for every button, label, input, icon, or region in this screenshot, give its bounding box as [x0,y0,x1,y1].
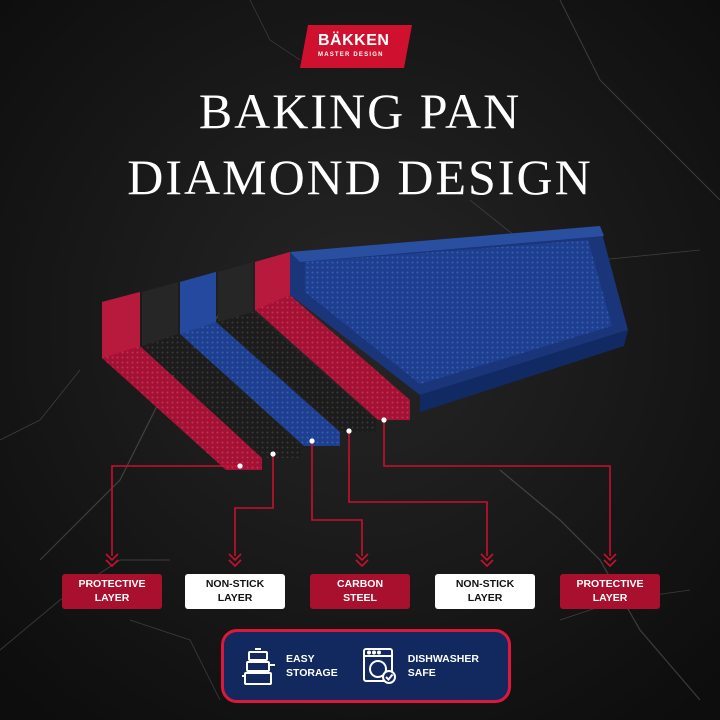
layer-label-nonstick-1: NON-STICK LAYER [185,574,285,609]
feature-easy-storage-label: EASY STORAGE [286,652,338,679]
blue-pan-tray [290,226,628,412]
feature-easy-storage: EASY STORAGE [242,646,338,686]
dishwasher-icon [362,648,396,684]
page-title-line1: BAKING PAN [198,83,522,139]
layer-label-nonstick-2: NON-STICK LAYER [435,574,535,609]
brand-logo-badge [300,25,412,68]
brand-name: BÄKKEN [318,32,390,49]
feature-dishwasher-safe-label: DISHWASHER SAFE [407,652,479,679]
stacked-pots-icon [242,648,275,685]
layer-label-protective-1: PROTECTIVE LAYER [62,574,162,609]
layer-label-protective-2: PROTECTIVE LAYER [560,574,660,609]
feature-dishwasher-safe: DISHWASHER SAFE [362,647,479,685]
features-box: EASY STORAGE DISHWASHER SAFE [221,629,511,703]
page-title-line2: DIAMOND DESIGN [127,149,593,205]
layer-label-carbon-steel: CARBON STEEL [310,574,410,609]
brand-tagline: MASTER DESIGN [318,52,384,58]
